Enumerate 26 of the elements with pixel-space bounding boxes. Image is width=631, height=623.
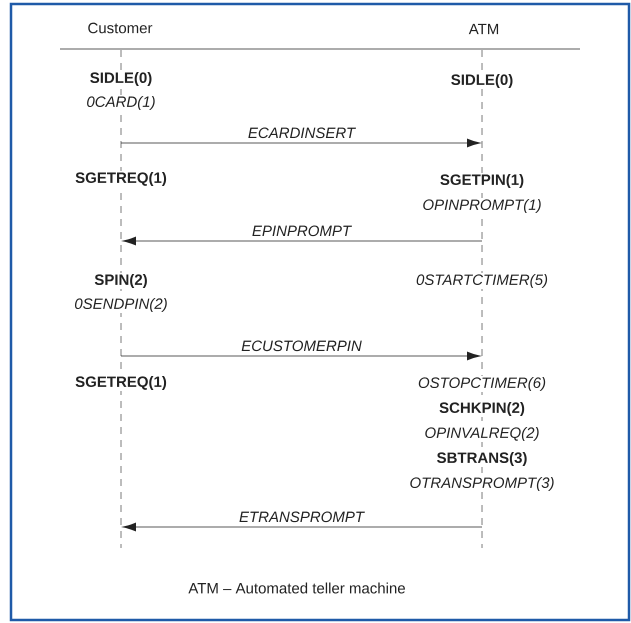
message-arrow [122, 236, 482, 246]
output-label: 0CARD(1) [85, 95, 157, 111]
state-label: SBTRANS(3) [436, 451, 528, 467]
lifeline-header: Customer [88, 22, 152, 34]
state-label: SGETREQ(1) [74, 375, 168, 391]
output-label: OPINPROMPT(1) [421, 198, 543, 214]
message-arrow [120, 352, 480, 360]
output-label: 0SENDPIN(2) [73, 297, 169, 313]
state-label: SGETPIN(1) [438, 173, 526, 189]
caption: ATM – Automated teller machine [188, 582, 405, 594]
output-label: OSTOPCTIMER(6) [416, 376, 548, 392]
edge-label: ECARDINSERT [246, 126, 356, 140]
message-arrow [122, 522, 482, 532]
output-label: OTRANSPROMPT(3) [408, 476, 556, 492]
edge-label: ECUSTOMERPIN [240, 340, 363, 352]
message-arrow [120, 138, 480, 148]
state-label: SIDLE(0) [88, 71, 154, 87]
edge-label: EPINPROMPT [250, 224, 352, 238]
output-label: OPINVALREQ(2) [424, 426, 541, 442]
edge-label: ETRANSPROMPT [238, 510, 365, 524]
state-label: SPIN(2) [93, 273, 149, 289]
state-label: SCHKPIN(2) [438, 401, 526, 417]
lifeline-header: ATM [468, 24, 498, 34]
output-label: 0STARTCTIMER(5) [415, 273, 549, 289]
state-label: SGETREQ(1) [74, 171, 168, 187]
state-label: SIDLE(0) [450, 73, 514, 89]
